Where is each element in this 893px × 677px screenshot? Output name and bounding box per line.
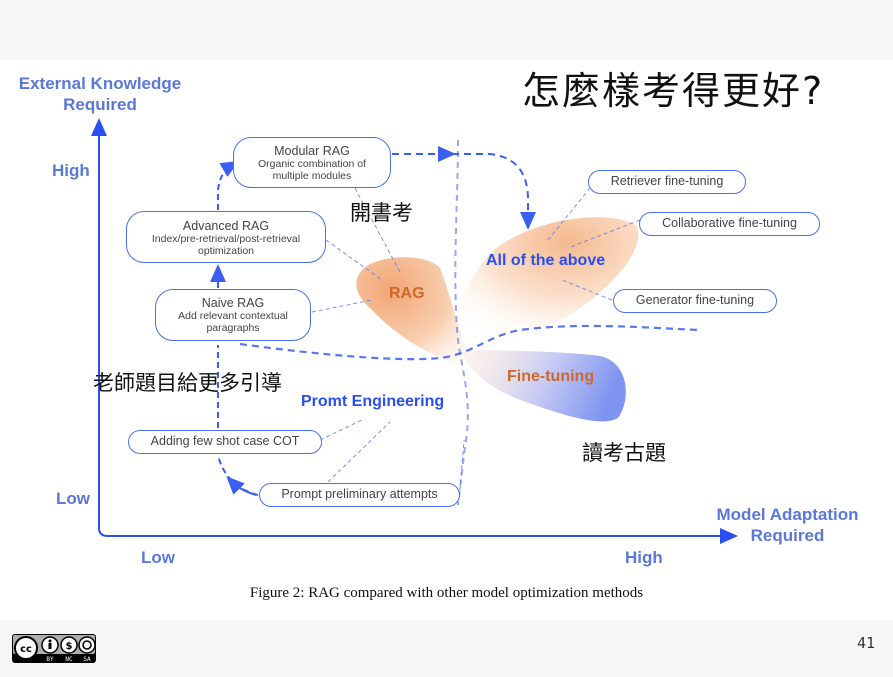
fine-tuning-label: Fine-tuning	[507, 368, 595, 385]
retriever-fine-tuning-pill: Retriever fine-tuning	[588, 170, 746, 194]
leader-advanced	[325, 239, 383, 281]
leader-generator	[561, 279, 613, 301]
top-band	[0, 0, 893, 60]
cc-license-badge[interactable]: cc $ BY NC SA	[12, 634, 96, 663]
naive-rag-desc-1: Add relevant contextual	[178, 310, 288, 322]
leader-cot	[319, 419, 363, 441]
cc-icon	[14, 636, 38, 660]
x-axis-title-line1: Model Adaptation	[716, 505, 859, 524]
advanced-rag-box: Advanced RAG Index/pre-retrieval/post-re…	[126, 211, 326, 263]
leader-collaborative	[567, 219, 641, 249]
few-shot-cot-pill: Adding few shot case COT	[128, 430, 322, 454]
x-tick-high: High	[625, 548, 663, 567]
cc-label-nc: NC	[65, 656, 73, 663]
advanced-rag-desc-1: Index/pre-retrieval/post-retrieval	[151, 233, 301, 245]
all-of-the-above-blob	[459, 217, 639, 343]
leader-prompt-boundary	[459, 439, 465, 491]
leader-prompt-attempts	[327, 421, 391, 483]
slide-title: 怎麼樣考得更好?	[522, 69, 825, 113]
fine-tuning-blob	[462, 350, 626, 422]
rag-region-label: RAG	[389, 285, 425, 302]
all-of-the-above-label: All of the above	[486, 252, 606, 269]
modular-rag-box: Modular RAG Organic combination of multi…	[233, 137, 391, 188]
prompt-attempts-pill: Prompt preliminary attempts	[259, 483, 460, 507]
cc-label-sa: SA	[83, 656, 91, 663]
x-axis-title-line2: Required	[750, 526, 825, 545]
sa-icon	[78, 636, 96, 654]
advanced-rag-title: Advanced RAG	[182, 219, 270, 233]
naive-rag-box: Naive RAG Add relevant contextual paragr…	[155, 289, 311, 341]
x-tick-low: Low	[141, 548, 175, 567]
x-axis	[98, 527, 738, 544]
y-tick-low: Low	[56, 489, 90, 508]
footer-band	[0, 620, 893, 677]
y-axis-title-line2: Required	[63, 95, 137, 114]
figure-caption: Figure 2: RAG compared with other model …	[249, 585, 644, 601]
svg-text:cc: cc	[20, 644, 32, 655]
boundary-curve-horizontal	[239, 324, 701, 361]
arrow-head-prompt	[226, 476, 257, 496]
nc-icon	[60, 636, 78, 654]
annotation-open-book: 開書考	[350, 201, 413, 225]
x-axis-title: Model Adaptation Required	[700, 504, 875, 546]
prompt-engineering-label: Promt Engineering	[301, 393, 445, 410]
page-number: 41	[856, 634, 875, 652]
rag-blob	[356, 257, 470, 365]
naive-rag-desc-2: paragraphs	[206, 322, 260, 334]
leader-naive	[311, 299, 373, 313]
naive-rag-title: Naive RAG	[201, 296, 265, 310]
annotation-past-exams: 讀考古題	[582, 441, 666, 465]
arrow-advanced-to-modular	[217, 160, 239, 210]
svg-text:$: $	[66, 641, 73, 652]
cc-badge-graphic: cc $ BY NC SA	[13, 635, 96, 663]
y-axis-title: External Knowledge Required	[10, 73, 190, 115]
generator-fine-tuning-pill: Generator fine-tuning	[613, 289, 777, 313]
modular-rag-title: Modular RAG	[274, 144, 350, 158]
cc-label-by: BY	[46, 656, 54, 663]
arrow-prompt-attempts-to-cot	[217, 454, 259, 496]
arrow-to-all-of-the-above	[452, 153, 536, 230]
boundary-curve-vertical	[454, 139, 469, 506]
modular-rag-desc-2: multiple modules	[272, 170, 352, 182]
annotation-more-guidance: 老師題目給更多引導	[93, 371, 282, 395]
leader-modular	[354, 187, 401, 273]
modular-rag-desc-1: Organic combination of	[258, 158, 366, 170]
collaborative-fine-tuning-pill: Collaborative fine-tuning	[639, 212, 820, 236]
advanced-rag-desc-2: optimization	[197, 245, 255, 257]
y-tick-high: High	[52, 161, 90, 180]
y-axis-title-line1: External Knowledge	[18, 74, 182, 93]
